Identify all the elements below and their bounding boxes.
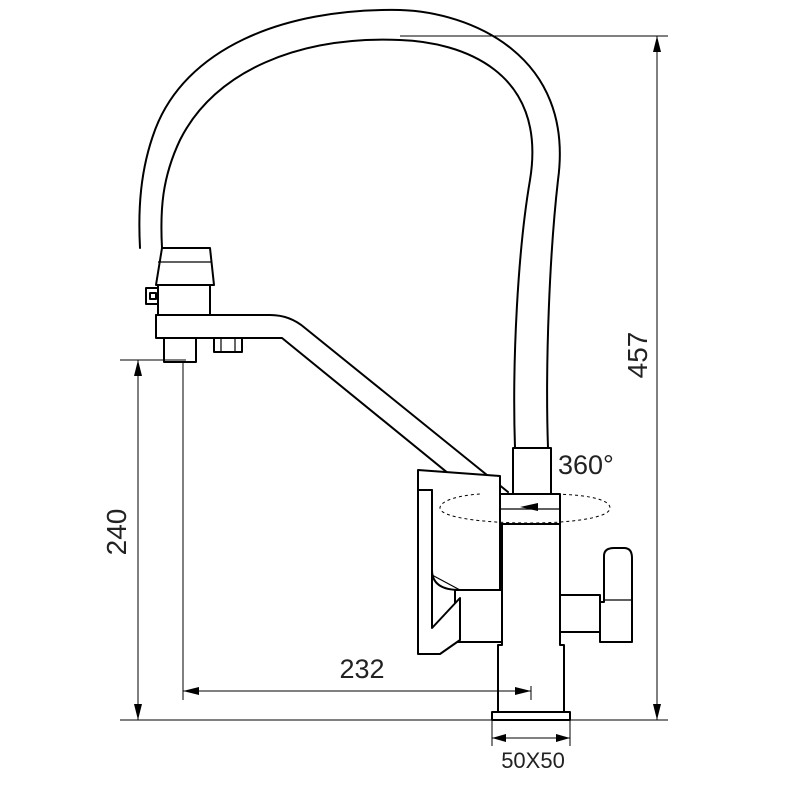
dimension-spout-height xyxy=(120,359,492,721)
dimension-label-240: 240 xyxy=(101,509,132,556)
flexible-hose xyxy=(138,8,561,449)
faucet-body xyxy=(417,447,633,721)
spray-head xyxy=(145,247,215,316)
swivel-label: 360° xyxy=(558,450,614,480)
dimension-spout-reach xyxy=(182,362,532,700)
dimension-label-base: 50X50 xyxy=(501,748,565,773)
swivel-indicator xyxy=(439,493,611,524)
rigid-spout xyxy=(155,314,509,523)
dimension-label-457: 457 xyxy=(622,332,653,379)
dimension-label-232: 232 xyxy=(339,654,384,684)
dimension-height-total xyxy=(400,35,668,721)
swivel-arrow-icon xyxy=(520,503,538,511)
dimension-base xyxy=(491,720,571,746)
